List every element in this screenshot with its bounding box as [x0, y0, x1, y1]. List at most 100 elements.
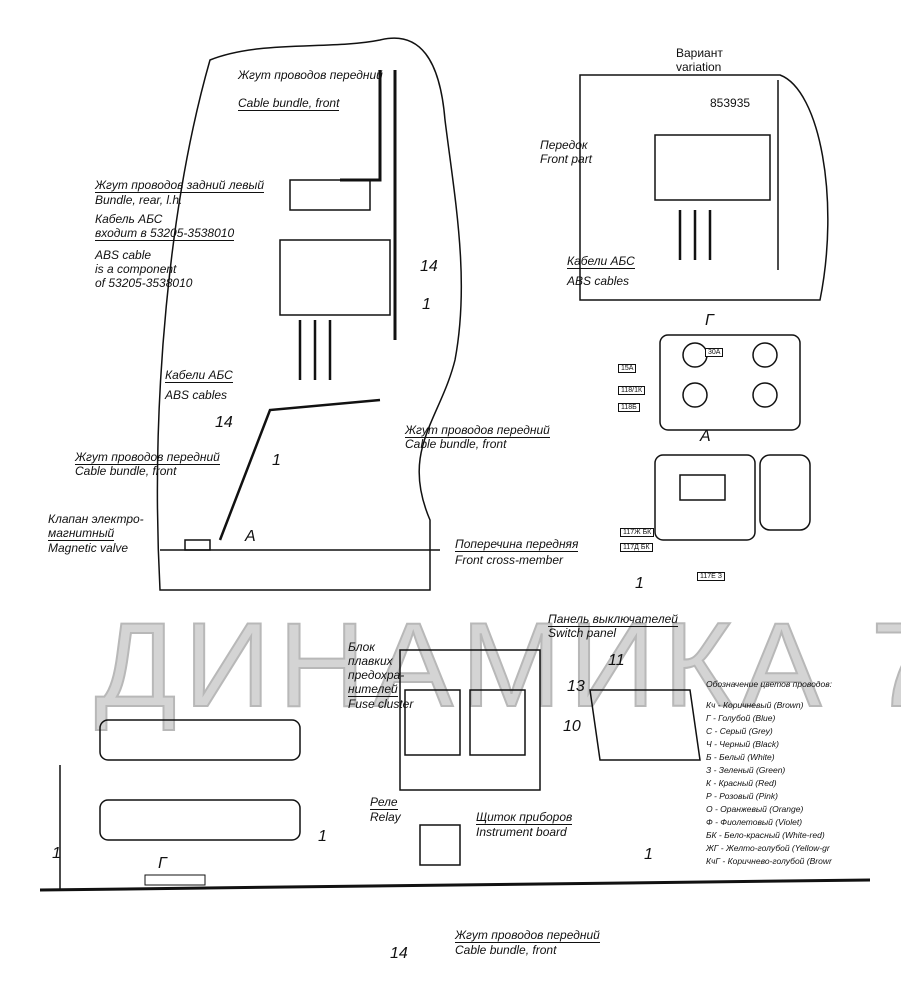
- wire-color-legend: Обозначение цветов проводов: Кч - Коричн…: [706, 678, 832, 868]
- label-variant-ru: Вариант: [676, 46, 723, 60]
- label-cable-en-bottom: Cable bundle, front: [455, 943, 557, 957]
- label-instr-en: Instrument board: [476, 825, 567, 839]
- view-a-valve: [654, 454, 756, 541]
- harness-clamp: [144, 874, 206, 886]
- wire-tag: 30А: [705, 348, 724, 357]
- label-cable-front-en-c: Cable bundle, front: [405, 437, 507, 451]
- callout-1-right: 1: [644, 846, 653, 863]
- label-fuse-ru: Блок: [348, 640, 375, 654]
- label-cable-front-ru-b: Жгут проводов передний: [75, 450, 220, 465]
- callout-1b: 1: [272, 452, 281, 469]
- legend-item: К - Красный (Red): [706, 778, 777, 788]
- label-abs-cable-en2: is a component: [95, 262, 177, 276]
- label-valve-en: Magnetic valve: [48, 541, 129, 555]
- legend-item: БК - Бело-красный (White-red): [706, 830, 825, 840]
- legend-item: Г - Голубой (Blue): [706, 713, 776, 723]
- switch-panel: [399, 649, 541, 791]
- label-switch-ru: Панель выключателей: [548, 612, 678, 627]
- terminal-screw: [682, 342, 708, 368]
- callout-14b: 14: [215, 414, 233, 431]
- legend-item: Р - Розовый (Pink): [706, 791, 778, 801]
- wire-tag: 117Ж БК: [620, 528, 655, 537]
- valve-coil: [759, 454, 811, 531]
- label-fuse-en: Fuse cluster: [348, 697, 414, 711]
- valve-connector: [679, 474, 726, 501]
- view-a-marker: A: [245, 528, 256, 545]
- label-abs-cables-ru: Кабели АБС: [165, 368, 233, 383]
- label-valve-ru2: магнитный: [48, 526, 115, 541]
- cable-to-valve: [218, 398, 381, 541]
- legend-item: Ч - Черный (Black): [706, 739, 779, 749]
- label-front-en: Front part: [540, 152, 593, 166]
- label-cable-front-en: Cable bundle, front: [238, 96, 340, 111]
- label-variant-en: variation: [676, 60, 722, 74]
- legend-item: Б - Белый (White): [706, 752, 775, 762]
- legend-item: О - Оранжевый (Orange): [706, 804, 804, 814]
- callout-1: 1: [422, 296, 431, 313]
- variant-outline: [579, 74, 829, 301]
- legend-title: Обозначение цветов проводов:: [706, 679, 833, 689]
- wire-tag: 15А: [618, 364, 637, 373]
- legend-item: С - Серый (Grey): [706, 726, 773, 736]
- instrument-board: [589, 689, 701, 761]
- label-abs-cable-ru2: входит в 53205-3538010: [95, 226, 235, 241]
- label-front-ru: Передок: [540, 138, 588, 152]
- legend-item: Ф - Фиолетовый (Violet): [706, 817, 803, 827]
- fuse-block-2: [99, 799, 301, 841]
- callout-10: 10: [563, 718, 581, 735]
- label-switch-en: Switch panel: [548, 626, 617, 640]
- view-g-block: [659, 334, 801, 431]
- label-relay-en: Relay: [370, 810, 401, 824]
- magnetic-valve: [184, 539, 211, 551]
- terminal-screw: [752, 382, 778, 408]
- label-abs-cable-en1: ABS cable: [95, 248, 152, 262]
- abs-cables-variant: [678, 210, 712, 260]
- wire-tag: 117Е З: [697, 572, 726, 581]
- legend-item: КчГ - Коричнево-голубой (Browr: [706, 856, 832, 866]
- connectors: [289, 179, 371, 211]
- label-abs-cable-ru1: Кабель АБС: [95, 212, 163, 226]
- callout-11: 11: [608, 652, 625, 669]
- callout-13: 13: [567, 678, 585, 695]
- main-harness: [39, 878, 871, 892]
- callout-1-left: 1: [52, 845, 61, 862]
- view-g-title: Г: [705, 312, 714, 329]
- switch-block: [469, 689, 526, 756]
- callout-1-r: 1: [635, 575, 644, 592]
- terminal-screw: [752, 342, 778, 368]
- relay: [419, 824, 461, 866]
- watermark: ДИНАМИКА 76: [94, 598, 901, 732]
- label-cable-ru-bottom: Жгут проводов передний: [455, 928, 600, 943]
- wire-tag: 117Д БК: [620, 543, 653, 552]
- callout-1-mid: 1: [318, 828, 327, 845]
- callout-14-bottom: 14: [390, 945, 408, 962]
- view-g-marker: Г: [158, 855, 167, 872]
- abs-cables: [298, 320, 332, 380]
- label-abs-cables-en-r: ABS cables: [567, 274, 630, 288]
- label-instr-ru: Щиток приборов: [476, 810, 573, 825]
- wire-tag: 118/1К: [618, 386, 646, 395]
- label-fuse-ru: плавких: [348, 654, 393, 668]
- cable-front: [340, 70, 397, 340]
- legend-item: З - Зеленый (Green): [706, 765, 786, 775]
- cab-outline: [156, 37, 463, 591]
- label-abs-cables-ru-r: Кабели АБС: [567, 254, 635, 269]
- label-cable-front-ru-c: Жгут проводов передний: [405, 423, 550, 438]
- label-valve-ru1: Клапан электро-: [48, 512, 144, 526]
- callout-14: 14: [420, 258, 438, 275]
- view-a-title: A: [700, 428, 711, 445]
- legend-item: Кч - Коричневый (Brown): [706, 700, 804, 710]
- part-number: 853935: [710, 96, 751, 110]
- label-relay-ru: Реле: [370, 795, 398, 810]
- legend-item: ЖГ - Желто-голубой (Yellow-gr: [706, 843, 830, 853]
- label-bundle-rear-ru: Жгут проводов задний левый: [95, 178, 265, 193]
- label-abs-cable-en3: of 53205-3538010: [95, 276, 193, 290]
- label-abs-cables-en: ABS cables: [165, 388, 228, 402]
- label-fuse-ru: нителей: [348, 682, 398, 697]
- label-bundle-rear-en: Bundle, rear, l.h.: [95, 193, 183, 207]
- terminal-screw: [682, 382, 708, 408]
- switch-block: [404, 689, 461, 756]
- label-cross-ru: Поперечина передняя: [455, 537, 579, 552]
- fuse-block-1: [99, 719, 301, 761]
